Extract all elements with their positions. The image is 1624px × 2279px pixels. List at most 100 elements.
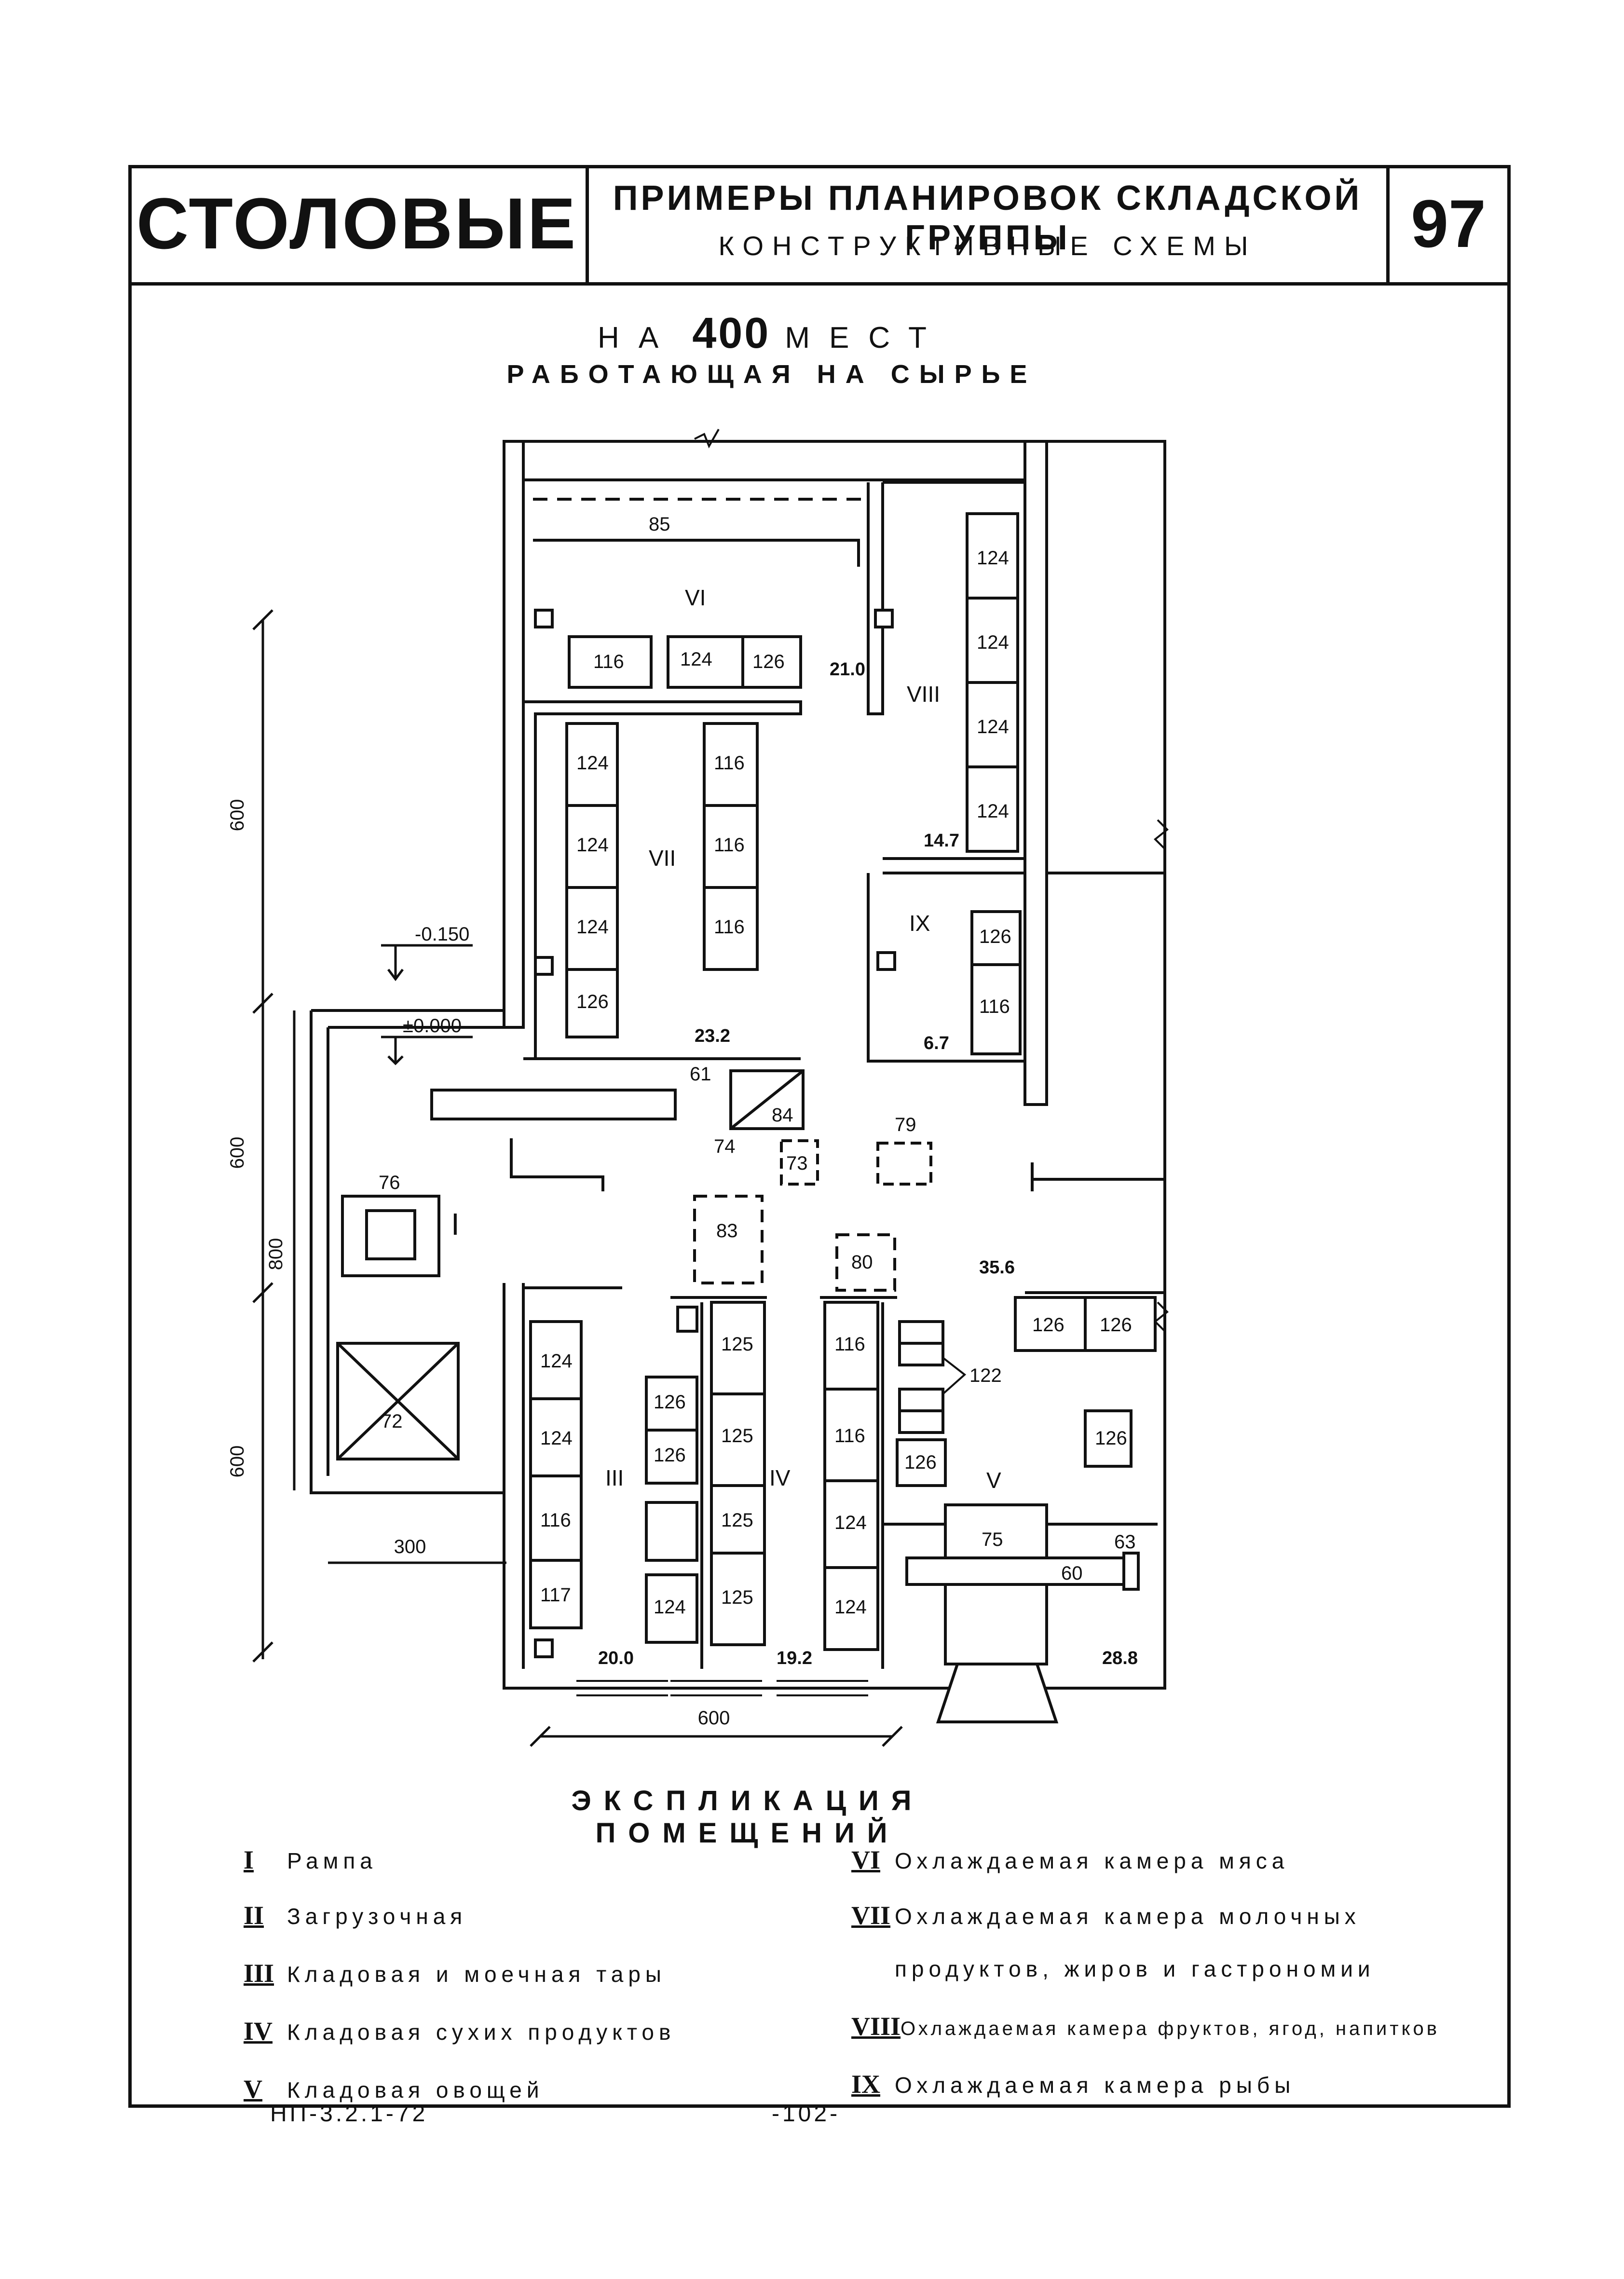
wall-outer <box>504 440 1166 1690</box>
label-126-v-4: 126 <box>1095 1428 1127 1449</box>
dim-tick-3 <box>252 1282 273 1303</box>
cabinet-125-4 <box>710 1552 766 1646</box>
wall-right-inner <box>1024 441 1048 1106</box>
label-75: 75 <box>982 1529 1003 1550</box>
label-116-ix: 116 <box>979 996 1010 1017</box>
wall-top-inner <box>523 461 1026 481</box>
level-low-label: -0.150 <box>415 924 469 945</box>
label-85: 85 <box>649 514 670 535</box>
equipment-76-inner <box>365 1209 416 1260</box>
legend-title: ЭКСПЛИКАЦИЯ ПОМЕЩЕНИЙ <box>571 1785 924 1849</box>
equipment-79 <box>876 1142 932 1186</box>
wall-lower-left <box>503 1283 1032 1690</box>
cabinet-126-v-4 <box>1084 1409 1133 1468</box>
dim-tick-4 <box>252 1641 273 1663</box>
equipment-83 <box>693 1195 764 1284</box>
label-116-vii-2: 116 <box>714 834 745 856</box>
room-label-iii: III <box>605 1465 624 1490</box>
wall-viii-bottom <box>883 857 1026 874</box>
brand-title: СТОЛОВЫЕ <box>128 165 589 282</box>
area-v-upper: 35.6 <box>979 1257 1015 1278</box>
cabinet-124-iv-2 <box>823 1566 879 1651</box>
label-124-vi: 124 <box>680 649 712 670</box>
label-124-iv-1: 124 <box>834 1512 867 1533</box>
sink-vii <box>534 956 554 976</box>
cabinet-124-iii-1 <box>529 1320 583 1400</box>
cabinet-116-vi <box>568 635 653 689</box>
area-vi: 21.0 <box>830 659 865 680</box>
label-126-v-1: 126 <box>904 1452 937 1473</box>
label-72: 72 <box>381 1411 403 1432</box>
cabinet-124-vi <box>667 635 744 689</box>
label-124-iii-2: 124 <box>540 1428 573 1449</box>
sink-viii <box>874 609 894 628</box>
area-vii: 23.2 <box>695 1026 730 1046</box>
label-124-vii-2: 124 <box>576 834 609 856</box>
label-126-v-2: 126 <box>1032 1314 1064 1336</box>
page-number: 97 <box>1411 185 1486 261</box>
cabinet-124-viii-2 <box>966 597 1019 684</box>
rack-122-4 <box>898 1409 944 1434</box>
window-1 <box>576 1680 668 1696</box>
dim-600-a: 600 <box>227 799 248 832</box>
washer-iii <box>645 1501 698 1562</box>
label-126-vi: 126 <box>752 651 785 672</box>
label-122: 122 <box>969 1365 1002 1386</box>
plan-mode: РАБОТАЮЩАЯ НА СЫРЬЕ <box>506 360 1037 389</box>
room-label-iv: IV <box>769 1465 791 1490</box>
cabinet-126-iii-2 <box>645 1429 698 1485</box>
wall-vi-vii-divider <box>867 482 884 715</box>
label-124-iii-1: 124 <box>540 1351 573 1372</box>
label-124-vii-1: 124 <box>576 752 609 774</box>
cabinet-126-v-1 <box>896 1438 947 1487</box>
area-iii: 20.0 <box>598 1648 634 1668</box>
room-label-ix: IX <box>909 911 930 936</box>
rail-85 <box>533 539 860 567</box>
window-2 <box>670 1680 762 1696</box>
label-124-viii-2: 124 <box>977 632 1009 653</box>
dim-300: 300 <box>394 1536 426 1557</box>
cabinet-124-iii-2 <box>529 1397 583 1477</box>
lift-72-cross <box>336 1342 460 1460</box>
capacity-suffix: МЕСТ <box>785 321 946 355</box>
label-63: 63 <box>1114 1531 1136 1553</box>
room-label-viii: VIII <box>907 682 940 707</box>
legend-item: VIIIОхлаждаемая камера фруктов, ягод, на… <box>851 2012 1440 2041</box>
cabinet-124-viii-3 <box>966 681 1019 768</box>
cabinet-116-vii-3 <box>703 886 759 971</box>
label-60: 60 <box>1061 1563 1083 1584</box>
cabinet-126-vii <box>565 968 619 1038</box>
wall-room-vi-bottom <box>523 700 802 1059</box>
label-126-iii-2: 126 <box>654 1445 686 1466</box>
legend-item: продуктов, жиров и гастрономии <box>895 1956 1375 1981</box>
label-124-iv-2: 124 <box>834 1597 867 1618</box>
label-116-vii-1: 116 <box>714 752 745 774</box>
cabinet-124-iii-3 <box>645 1573 698 1644</box>
label-83: 83 <box>716 1220 738 1242</box>
label-124-viii-4: 124 <box>977 801 1009 822</box>
label-61: 61 <box>690 1064 711 1085</box>
dim-tick-b2 <box>882 1726 903 1747</box>
cabinet-116-ix <box>970 963 1022 1055</box>
cabinet-124-viii-1 <box>966 512 1019 600</box>
cabinet-117-iii <box>529 1559 583 1629</box>
equipment-80 <box>835 1233 896 1292</box>
label-116-iv-1: 116 <box>834 1334 865 1355</box>
label-76: 76 <box>379 1172 400 1193</box>
label-117-iii: 117 <box>540 1584 571 1606</box>
rack-122-3 <box>898 1388 944 1412</box>
dim-tick-2 <box>252 993 273 1014</box>
leader-122 <box>942 1357 967 1395</box>
title-block: СТОЛОВЫЕ ПРИМЕРЫ ПЛАНИРОВОК СКЛАДСКОЙ ГР… <box>128 165 1511 286</box>
area-v: 28.8 <box>1102 1648 1138 1668</box>
chute <box>936 1663 1059 1723</box>
label-124-vii-3: 124 <box>576 916 609 938</box>
room-label-vii: VII <box>649 846 676 871</box>
area-viii: 14.7 <box>924 831 959 851</box>
label-124-iii-3: 124 <box>654 1597 686 1618</box>
cabinet-124-viii-4 <box>966 765 1019 853</box>
break-line-right-2 <box>1154 1301 1169 1332</box>
